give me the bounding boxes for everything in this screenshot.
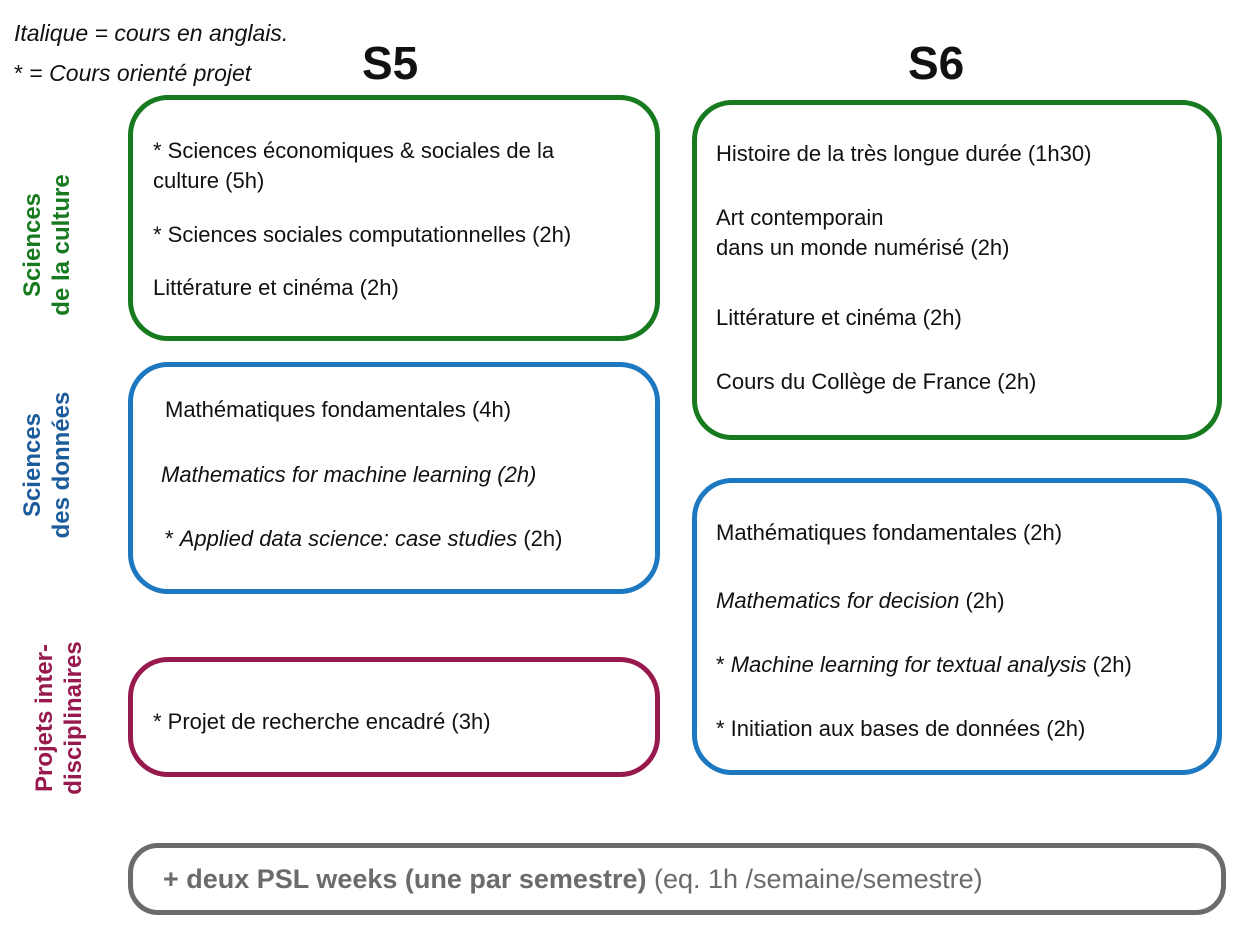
s5-donnees-item-3: * Applied data science: case studies (2h… bbox=[165, 524, 562, 554]
legend-asterisk: * = bbox=[14, 60, 50, 86]
s6-donnees-item-2-italic: Mathematics for decision bbox=[716, 588, 960, 613]
s5-culture-item-1-line1: * Sciences économiques & sociales de la bbox=[153, 138, 555, 163]
psl-weeks-text: + deux PSL weeks (une par semestre) (eq.… bbox=[163, 864, 983, 895]
psl-weeks-bold: + deux PSL weeks (une par semestre) bbox=[163, 864, 647, 894]
row-label-donnees-line1: Sciences bbox=[19, 412, 46, 518]
s6-culture-item-2: Art contemporain dans un monde numérisé … bbox=[716, 203, 1010, 263]
s5-culture-item-1-line2: culture (5h) bbox=[153, 168, 265, 193]
s6-donnees-box: Mathématiques fondamentales (2h) Mathema… bbox=[692, 478, 1222, 775]
row-label-sciences-donnees: Sciences des données bbox=[18, 375, 76, 555]
s6-donnees-item-3-italic: Machine learning for textual analysis bbox=[730, 652, 1087, 677]
s6-donnees-item-2-suffix: (2h) bbox=[959, 588, 1005, 613]
s6-culture-item-1: Histoire de la très longue durée (1h30) bbox=[716, 141, 1092, 166]
s6-donnees-item-3-suffix: (2h) bbox=[1086, 652, 1132, 677]
legend-italic-note: Italique = cours en anglais. bbox=[14, 20, 289, 46]
row-label-culture-line2: de la culture bbox=[48, 174, 75, 316]
legend-project-note: * = Cours orienté projet bbox=[14, 60, 251, 87]
s5-culture-box: * Sciences économiques & sociales de la … bbox=[128, 95, 660, 341]
s6-culture-item-2-line1: Art contemporain bbox=[716, 205, 884, 230]
row-label-sciences-culture: Sciences de la culture bbox=[18, 160, 76, 330]
s6-donnees-item-2: Mathematics for decision (2h) bbox=[716, 586, 1005, 616]
legend-project-text: Cours orienté projet bbox=[49, 60, 252, 86]
s6-culture-item-4: Cours du Collège de France (2h) bbox=[716, 369, 1037, 394]
s5-donnees-box: Mathématiques fondamentales (4h) Mathema… bbox=[128, 362, 660, 594]
row-label-projets-line2: disciplinaires bbox=[60, 641, 87, 795]
psl-weeks-detail: (eq. 1h /semaine/semestre) bbox=[646, 864, 983, 894]
semester-title-s6: S6 bbox=[908, 37, 965, 89]
s5-donnees-item-3-prefix: * bbox=[165, 526, 180, 551]
semester-title-s5: S5 bbox=[362, 37, 419, 89]
s5-culture-item-1: * Sciences économiques & sociales de la … bbox=[153, 136, 554, 196]
s5-projets-box: * Projet de recherche encadré (3h) bbox=[128, 657, 660, 777]
s6-culture-item-2-line2: dans un monde numérisé (2h) bbox=[716, 235, 1010, 260]
row-label-culture-line1: Sciences bbox=[19, 192, 46, 298]
s5-donnees-item-2: Mathematics for machine learning (2h) bbox=[161, 462, 537, 487]
s5-projets-item-1: * Projet de recherche encadré (3h) bbox=[153, 709, 491, 734]
s5-culture-item-2: * Sciences sociales computationnelles (2… bbox=[153, 222, 572, 247]
s6-culture-item-3: Littérature et cinéma (2h) bbox=[716, 305, 962, 330]
s5-donnees-item-1: Mathématiques fondamentales (4h) bbox=[165, 397, 512, 422]
s6-donnees-item-3-prefix: * bbox=[716, 652, 731, 677]
s6-donnees-item-3: * Machine learning for textual analysis … bbox=[716, 650, 1132, 680]
row-label-donnees-line2: des données bbox=[48, 391, 75, 539]
psl-weeks-box: + deux PSL weeks (une par semestre) (eq.… bbox=[128, 843, 1226, 915]
s6-donnees-item-1: Mathématiques fondamentales (2h) bbox=[716, 520, 1063, 545]
s5-culture-item-3: Littérature et cinéma (2h) bbox=[153, 275, 399, 300]
s5-donnees-item-3-suffix: (2h) bbox=[517, 526, 563, 551]
s5-donnees-item-3-italic: Applied data science: case studies bbox=[179, 526, 518, 551]
s6-culture-box: Histoire de la très longue durée (1h30) … bbox=[692, 100, 1222, 440]
row-label-projets-line1: Projets inter- bbox=[31, 643, 58, 793]
row-label-projets: Projets inter- disciplinaires bbox=[30, 628, 88, 808]
s6-donnees-item-4: * Initiation aux bases de données (2h) bbox=[716, 716, 1086, 741]
